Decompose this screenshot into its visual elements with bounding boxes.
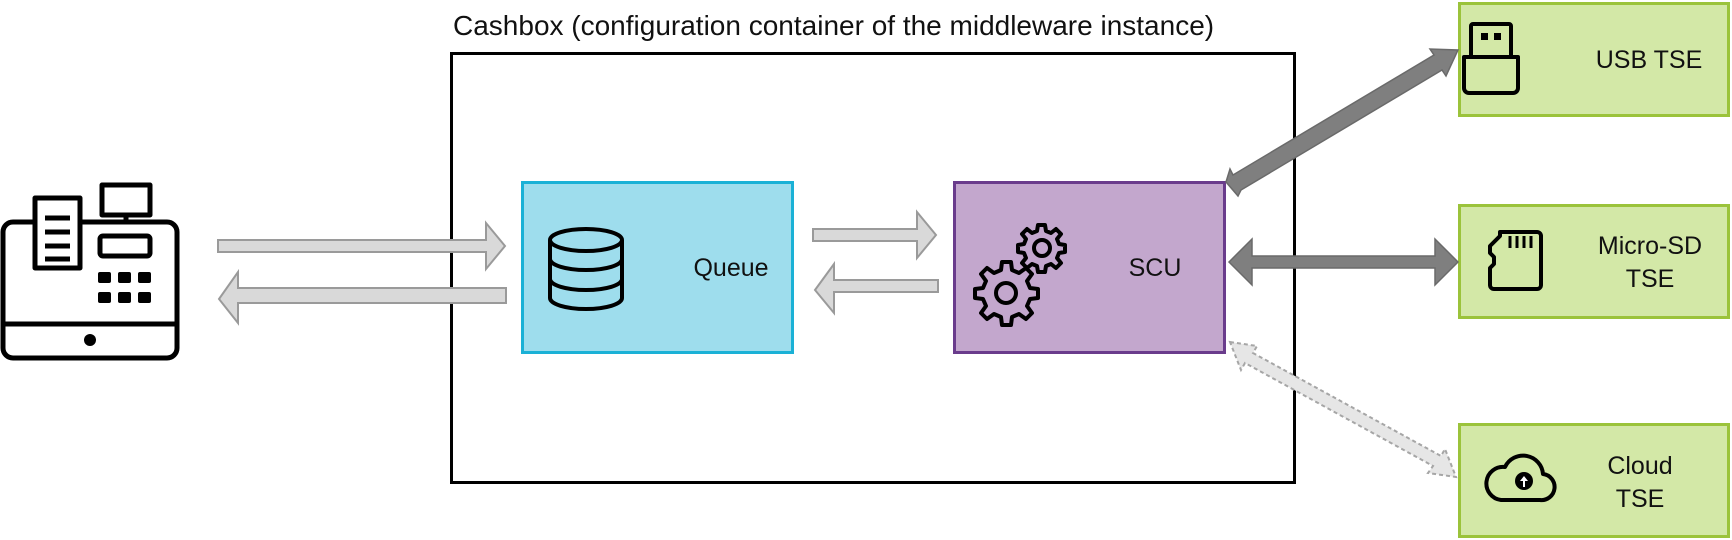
queue-label: Queue bbox=[693, 254, 769, 282]
scu-node bbox=[953, 181, 1226, 354]
cash-register-icon bbox=[0, 182, 180, 361]
arrow-pos-to-queue bbox=[217, 220, 507, 272]
micro-sd-card-icon bbox=[1488, 230, 1543, 291]
arrow-queue-to-scu bbox=[812, 209, 938, 261]
cashbox-title: Cashbox (configuration container of the … bbox=[453, 10, 1215, 41]
micro-sd-tse-node bbox=[1458, 204, 1730, 319]
scu-label: SCU bbox=[1128, 254, 1182, 282]
arrows-hollow bbox=[217, 209, 939, 326]
gears-icon bbox=[973, 223, 1067, 327]
arrow-scu-to-queue bbox=[813, 260, 939, 316]
usb-stick-icon bbox=[1462, 22, 1520, 95]
arrow-scu-cloud-tse bbox=[1228, 340, 1458, 479]
cloud-tse-label-line1: Cloud bbox=[1607, 452, 1673, 480]
micro-sd-tse-label-line2: TSE bbox=[1625, 265, 1675, 293]
arrow-scu-usb-tse bbox=[1225, 48, 1460, 198]
arrow-scu-sd-tse bbox=[1227, 237, 1460, 287]
cloud-tse-label-line2: TSE bbox=[1615, 485, 1665, 513]
arrows-solid bbox=[1225, 48, 1460, 287]
database-icon bbox=[548, 227, 624, 311]
cloud-tse-node bbox=[1458, 423, 1730, 538]
usb-tse-node bbox=[1458, 2, 1730, 117]
usb-tse-label: USB TSE bbox=[1595, 46, 1703, 74]
micro-sd-tse-label-line1: Micro-SD bbox=[1597, 232, 1703, 260]
arrow-queue-to-pos bbox=[217, 268, 507, 326]
cloud-upload-icon bbox=[1484, 453, 1557, 503]
